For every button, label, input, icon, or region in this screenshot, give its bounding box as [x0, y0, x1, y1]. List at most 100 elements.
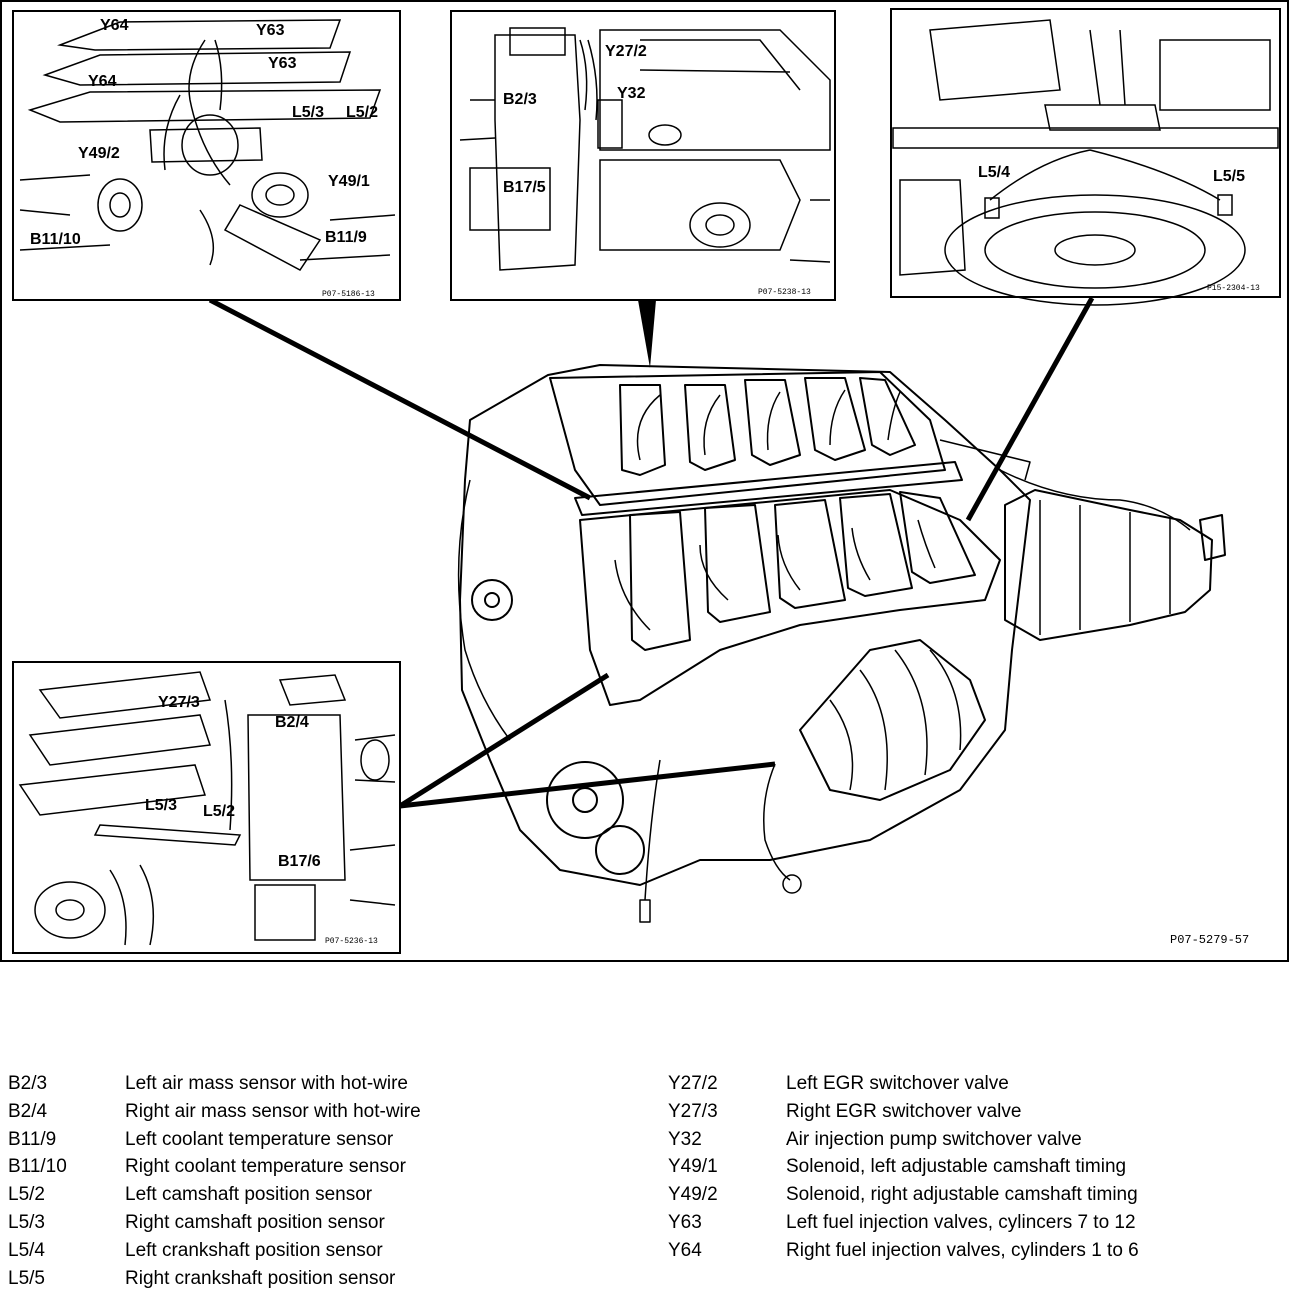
rear-intake-runners	[619, 377, 916, 476]
inset-2-artwork	[459, 27, 831, 271]
inset-2: Y27/2 B2/3 Y32 B17/5 P07-5238-13	[450, 10, 836, 301]
legend-description: Left crankshaft position sensor	[125, 1239, 383, 1261]
inset-4: Y27/3 B2/4 L5/3 L5/2 B17/6 P07-5236-13	[12, 661, 401, 954]
legend-row: Y49/2 Solenoid, right adjustable camshaft…	[668, 1181, 1139, 1209]
main-drawing-ref: P07-5279-57	[1170, 933, 1249, 947]
leader-line-inset-1	[208, 297, 592, 501]
fuel-rail	[574, 461, 963, 516]
air-intake-pipe	[799, 639, 986, 801]
legend-description: Right coolant temperature sensor	[125, 1156, 406, 1178]
sensor-cables	[457, 439, 1191, 923]
inset-4-label-b17-6: B17/6	[278, 853, 321, 870]
inset-4-frame	[12, 661, 401, 954]
legend-row: Y27/3 Right EGR switchover valve	[668, 1098, 1139, 1126]
legend-code: B2/4	[8, 1100, 48, 1122]
legend-description: Right fuel injection valves, cylinders 1…	[786, 1239, 1139, 1261]
legend-code: L5/5	[8, 1267, 45, 1289]
leader-line-inset-4a	[398, 672, 610, 809]
transmission-mount	[1199, 514, 1226, 561]
inset-2-label-b17-5: B17/5	[503, 179, 546, 196]
diagram-frame	[0, 0, 1289, 962]
legend-row: Y63 Left fuel injection valves, cylincers…	[668, 1209, 1139, 1237]
inset-2-label-y27-2: Y27/2	[605, 43, 647, 60]
legend-description: Left fuel injection valves, cylincers 7 …	[786, 1211, 1136, 1233]
legend-row: Y27/2 Left EGR switchover valve	[668, 1070, 1139, 1098]
legend-description: Left EGR switchover valve	[786, 1073, 1009, 1094]
legend-description: Left camshaft position sensor	[125, 1184, 373, 1206]
inset-1-label-b11-10: B11/10	[30, 231, 81, 248]
legend-code: Y27/3	[668, 1100, 718, 1122]
inset-4-label-b2-4: B2/4	[275, 714, 309, 731]
legend-row: B2/4 Right air mass sensor with hot-wire	[8, 1098, 421, 1126]
leader-line-inset-2	[638, 300, 656, 368]
legend-code: Y49/1	[668, 1156, 718, 1178]
inset-1-label-y49-2: Y49/2	[78, 145, 120, 162]
inset-2-label-y32: Y32	[617, 85, 646, 102]
legend-row: B2/3 Left air mass sensor with hot-wire	[8, 1070, 421, 1098]
inset-1-label-y64-mid: Y64	[88, 73, 117, 90]
inset-3-artwork	[892, 19, 1279, 306]
rear-intake-manifold	[549, 371, 946, 506]
inset-3-ref: P15-2304-13	[1207, 284, 1260, 293]
inset-1-label-y63-mid: Y63	[268, 55, 297, 72]
inset-4-label-l5-2: L5/2	[203, 803, 235, 820]
legend-row: B11/10 Right coolant temperature sensor	[8, 1153, 421, 1181]
legend-code: L5/2	[8, 1184, 45, 1206]
legend-row: L5/4 Left crankshaft position sensor	[8, 1237, 421, 1265]
transmission-ribs	[1039, 500, 1171, 635]
legend-row: Y32 Air injection pump switchover valve	[668, 1126, 1139, 1154]
inset-1-frame	[12, 10, 401, 301]
legend-description: Right crankshaft position sensor	[125, 1267, 396, 1289]
inset-4-ref: P07-5236-13	[325, 937, 378, 946]
legend-row: L5/3 Right camshaft position sensor	[8, 1209, 421, 1237]
inset-1-label-l5-3: L5/3	[292, 104, 324, 121]
legend-code: Y63	[668, 1211, 702, 1233]
ignition-leads	[614, 389, 936, 631]
legend-description: Left air mass sensor with hot-wire	[125, 1073, 408, 1094]
inset-4-label-y27-3: Y27/3	[158, 694, 200, 711]
engine-block	[459, 364, 1031, 886]
engine-assembly	[457, 364, 1226, 923]
legend-row: L5/5 Right crankshaft position sensor	[8, 1265, 421, 1293]
legend-description: Right air mass sensor with hot-wire	[125, 1100, 421, 1122]
inset-1-label-b11-9: B11/9	[325, 229, 367, 246]
legend-row: Y49/1 Solenoid, left adjustable camshaft …	[668, 1153, 1139, 1181]
pulley-upper	[546, 761, 624, 839]
legend-description: Left coolant temperature sensor	[125, 1128, 394, 1150]
front-intake-manifold	[579, 489, 1001, 706]
air-intake-pipe-ribs	[829, 649, 962, 791]
leader-line-inset-3	[965, 296, 1095, 522]
inset-4-label-l5-3: L5/3	[145, 797, 177, 814]
legend-description: Air injection pump switchover valve	[786, 1128, 1082, 1150]
legend-description: Right EGR switchover valve	[786, 1100, 1022, 1122]
inset-2-label-b2-3: B2/3	[503, 91, 537, 108]
inset-4-artwork	[18, 671, 396, 946]
pulley-left	[471, 579, 513, 621]
legend-code: B11/10	[8, 1156, 67, 1178]
inset-3-label-l5-5: L5/5	[1213, 168, 1245, 185]
inset-3-frame	[890, 8, 1281, 298]
legend-code: L5/3	[8, 1211, 45, 1233]
legend-description: Solenoid, right adjustable camshaft timi…	[786, 1184, 1138, 1206]
inset-1-artwork	[19, 19, 396, 271]
legend-code: Y27/2	[668, 1073, 718, 1094]
inset-1-label-y49-1: Y49/1	[328, 173, 370, 190]
legend-row: L5/2 Left camshaft position sensor	[8, 1181, 421, 1209]
legend-code: Y32	[668, 1128, 702, 1150]
transmission	[1004, 489, 1213, 641]
pulley-left-hub	[484, 592, 500, 608]
legend-description: Right camshaft position sensor	[125, 1211, 385, 1233]
legend-row: Y64 Right fuel injection valves, cylinder…	[668, 1237, 1139, 1265]
pulley-lower	[595, 825, 645, 875]
legend-left-column: B2/3 Left air mass sensor with hot-wire B…	[8, 1070, 421, 1292]
legend-code: Y49/2	[668, 1184, 718, 1206]
inset-1-label-y63-top: Y63	[256, 22, 285, 39]
legend-code: L5/4	[8, 1239, 45, 1261]
legend-code: B11/9	[8, 1128, 57, 1150]
legend-code: B2/3	[8, 1073, 48, 1094]
inset-2-ref: P07-5238-13	[758, 288, 811, 297]
legend-description: Solenoid, left adjustable camshaft timin…	[786, 1156, 1127, 1178]
legend-code: Y64	[668, 1239, 702, 1261]
